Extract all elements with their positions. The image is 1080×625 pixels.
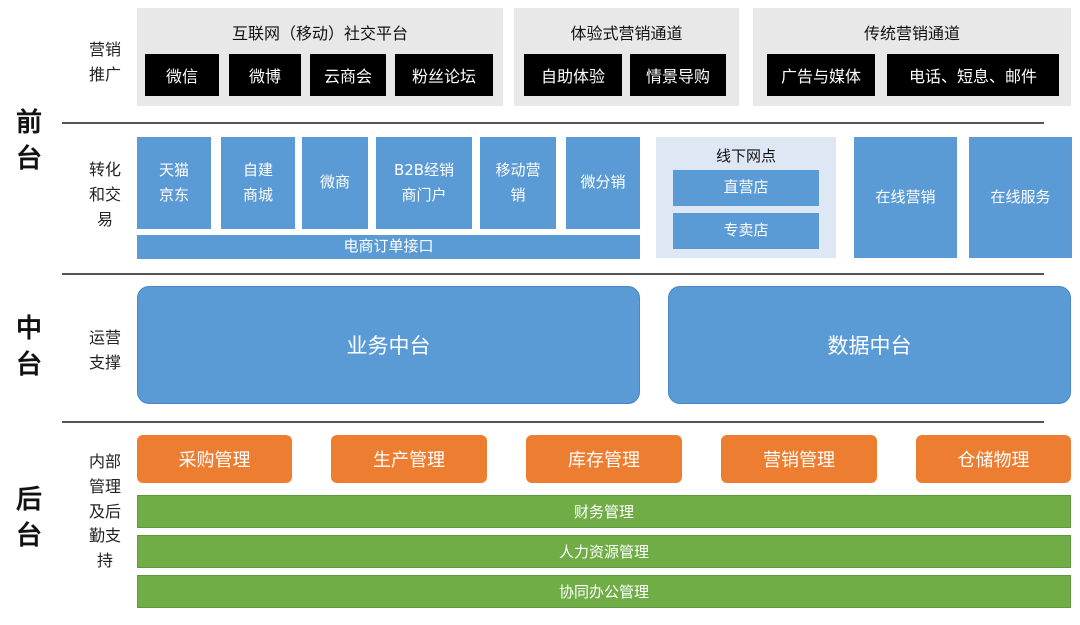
divider-line (62, 421, 1044, 423)
channel-cloud-chamber: 云商会 (310, 54, 386, 96)
order-interface-bar: 电商订单接口 (137, 235, 640, 259)
channel-ads-media: 广告与媒体 (767, 54, 875, 96)
channel-b2b-portal: B2B经销 商门户 (376, 137, 472, 229)
channel-own-mall: 自建 商城 (221, 137, 295, 229)
channel-fan-forum: 粉丝论坛 (395, 54, 493, 96)
panel-title: 线下网点 (715, 147, 776, 165)
data-middle-platform: 数据中台 (668, 286, 1071, 404)
panel-title: 传统营销通道 (863, 24, 960, 43)
channel-phone-sms-email: 电话、短息、邮件 (887, 54, 1059, 96)
channel-weibo: 微博 (229, 54, 301, 96)
panel-title: 互联网（移动）社交平台 (231, 24, 408, 43)
channel-micro-distribution: 微分销 (566, 137, 640, 229)
finance-management-bar: 财务管理 (137, 495, 1071, 528)
warehousing-logistics: 仓储物理 (916, 435, 1071, 483)
tier-label-front: 前 台 (15, 108, 42, 175)
section-label-operations: 运营 支撑 (88, 328, 121, 372)
channel-wechat-business: 微商 (302, 137, 368, 229)
tier-label-back: 后 台 (15, 485, 42, 552)
hr-management-bar: 人力资源管理 (137, 535, 1071, 568)
section-label-conversion: 转化 和交 易 (88, 160, 121, 229)
direct-store: 直营店 (673, 170, 819, 206)
experience-marketing-panel: 体验式营销通道 自助体验 情景导购 (514, 8, 739, 106)
franchise-store: 专卖店 (673, 213, 819, 249)
social-platform-panel: 互联网（移动）社交平台 微信 微博 云商会 粉丝论坛 (137, 8, 503, 106)
offline-outlets-panel: 线下网点 直营店 专卖店 (656, 137, 836, 258)
section-label-internal: 内部 管理 及后 勤支 持 (88, 452, 121, 571)
section-label-marketing: 营销 推广 (88, 40, 121, 84)
office-collaboration-bar: 协同办公管理 (137, 575, 1071, 608)
divider-line (62, 122, 1044, 124)
channel-tmall-jd: 天猫 京东 (137, 137, 211, 229)
inventory-management: 库存管理 (526, 435, 682, 483)
production-management: 生产管理 (331, 435, 487, 483)
traditional-marketing-panel: 传统营销通道 广告与媒体 电话、短息、邮件 (753, 8, 1071, 106)
tier-label-middle: 中 台 (15, 314, 42, 381)
online-marketing-box: 在线营销 (854, 137, 957, 258)
business-middle-platform: 业务中台 (137, 286, 640, 404)
channel-mobile-marketing: 移动营 销 (480, 137, 556, 229)
procurement-management: 采购管理 (137, 435, 292, 483)
panel-title: 体验式营销通道 (570, 24, 683, 43)
marketing-management: 营销管理 (721, 435, 877, 483)
channel-scenario-guide: 情景导购 (630, 54, 726, 96)
channel-self-service-experience: 自助体验 (524, 54, 622, 96)
divider-line (62, 273, 1044, 275)
channel-wechat: 微信 (145, 54, 219, 96)
online-service-box: 在线服务 (969, 137, 1072, 258)
